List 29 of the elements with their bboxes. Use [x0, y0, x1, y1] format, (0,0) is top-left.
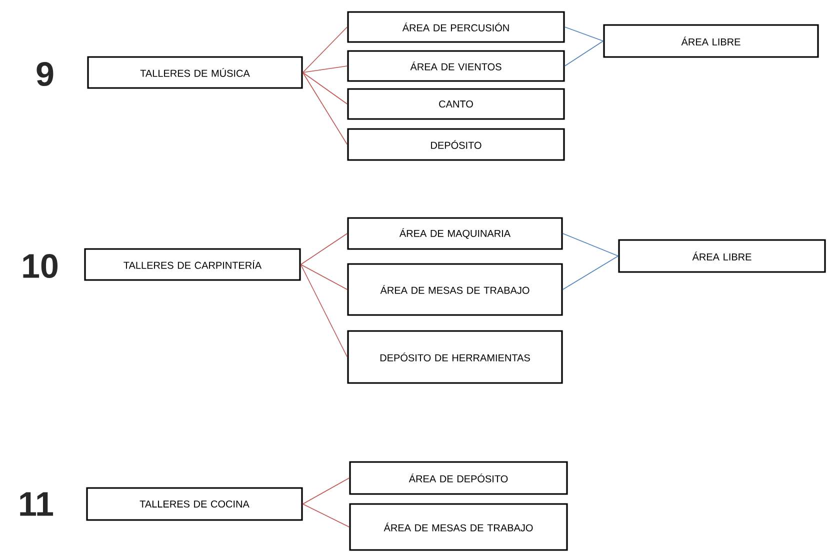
- connector-line: [302, 26, 348, 73]
- connector-line: [302, 72, 348, 104]
- area-box: CANTO: [347, 88, 565, 120]
- area-box: ÁREA DE PERCUSIÓN: [347, 11, 565, 43]
- area-box: TALLERES DE MÚSICA: [87, 56, 303, 89]
- section-number: 11: [20, 492, 54, 516]
- area-box: ÁREA LIBRE: [603, 24, 819, 58]
- area-box: TALLERES DE COCINA: [86, 487, 303, 521]
- connector-line: [300, 233, 348, 265]
- connector-line: [302, 66, 348, 73]
- area-box: ÁREA DE MESAS DE TRABAJO: [349, 503, 568, 551]
- connector-line: [562, 256, 619, 290]
- area-box: DEPÓSITO DE HERRAMIENTAS: [347, 330, 563, 384]
- connector-line: [564, 40, 604, 66]
- area-box: ÁREA DE MESAS DE TRABAJO: [347, 263, 563, 316]
- area-box: DEPÓSITO: [347, 128, 565, 161]
- connector-line: [300, 264, 348, 290]
- area-box: TALLERES DE CARPINTERÍA: [84, 248, 301, 281]
- connector-line: [302, 72, 348, 145]
- connector-line: [300, 264, 348, 358]
- area-box: ÁREA DE VIENTOS: [347, 50, 565, 82]
- connector-line: [562, 233, 619, 256]
- area-box: ÁREA DE DEPÓSITO: [349, 461, 568, 495]
- area-box: ÁREA DE MAQUINARIA: [347, 217, 563, 250]
- area-box: ÁREA LIBRE: [618, 239, 826, 273]
- connector-line: [564, 26, 604, 42]
- connector-line: [302, 478, 350, 504]
- connector-line: [302, 504, 350, 528]
- section-number: 9: [36, 62, 54, 86]
